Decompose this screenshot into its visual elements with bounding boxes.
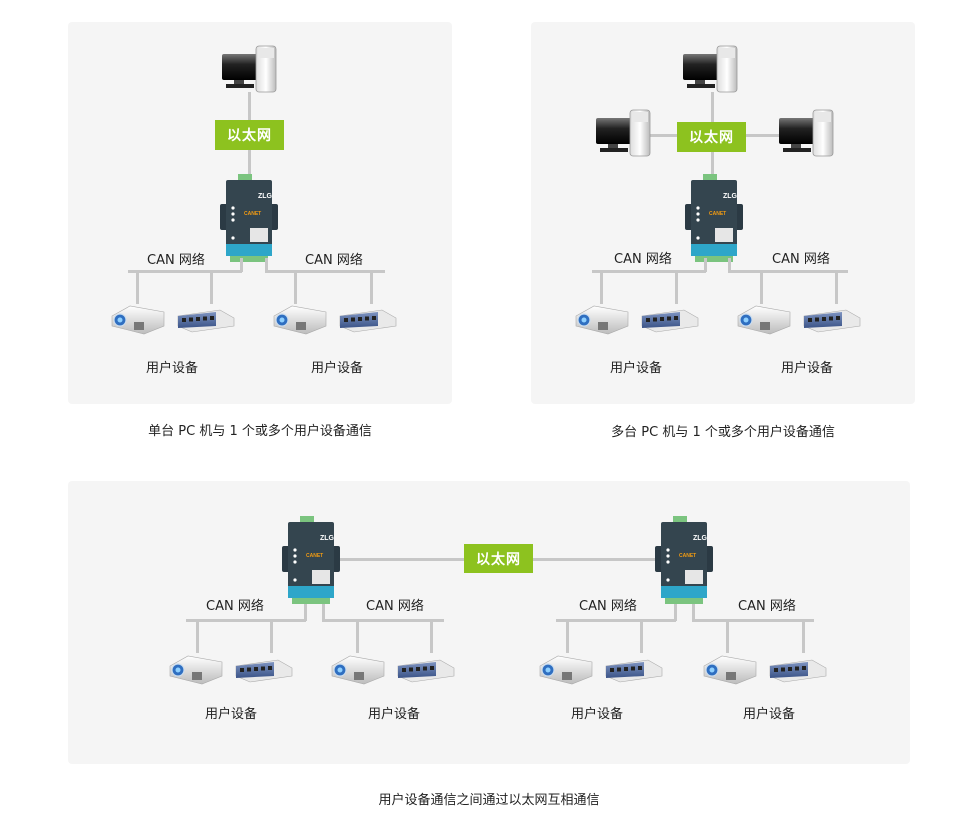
drop-line <box>835 270 838 304</box>
can-bus-line <box>556 619 676 622</box>
projector-device-icon <box>328 652 386 686</box>
drop-line <box>802 619 805 653</box>
can-network-label: CAN 网络 <box>206 599 264 614</box>
diagram-device-to-device-panel <box>68 481 910 764</box>
can-bus-line <box>322 604 325 621</box>
ethernet-label: 以太网 <box>677 122 746 152</box>
can-bus-line <box>322 619 444 622</box>
can-ethernet-gateway-icon <box>653 516 715 608</box>
can-bus-line <box>592 270 706 273</box>
hub-device-icon <box>396 654 456 684</box>
can-ethernet-gateway-icon <box>683 174 745 266</box>
can-network-label: CAN 网络 <box>579 599 637 614</box>
diagram-caption: 单台 PC 机与 1 个或多个用户设备通信 <box>148 424 372 439</box>
can-network-label: CAN 网络 <box>614 252 672 267</box>
user-device-label: 用户设备 <box>610 361 663 376</box>
user-device-label: 用户设备 <box>146 361 199 376</box>
can-bus-line <box>265 258 268 272</box>
desktop-pc-icon <box>220 44 278 96</box>
hub-device-icon <box>604 654 664 684</box>
drop-line <box>430 619 433 653</box>
drop-line <box>726 619 729 653</box>
hub-device-icon <box>338 304 398 334</box>
drop-line <box>210 270 213 304</box>
can-bus-line <box>304 604 307 621</box>
user-device-label: 用户设备 <box>368 707 421 722</box>
hub-device-icon <box>176 304 236 334</box>
drop-line <box>566 619 569 653</box>
hub-device-icon <box>768 654 828 684</box>
can-bus-line <box>265 270 385 273</box>
hub-device-icon <box>234 654 294 684</box>
can-network-label: CAN 网络 <box>305 253 363 268</box>
desktop-pc-icon <box>594 108 652 160</box>
user-device-label: 用户设备 <box>205 707 258 722</box>
can-bus-line <box>692 604 695 621</box>
projector-device-icon <box>734 302 792 336</box>
drop-line <box>640 619 643 653</box>
user-device-label: 用户设备 <box>571 707 624 722</box>
ethernet-label: 以太网 <box>464 544 533 573</box>
projector-device-icon <box>700 652 758 686</box>
can-bus-line <box>186 619 306 622</box>
drop-line <box>136 270 139 304</box>
hub-device-icon <box>640 304 700 334</box>
drop-line <box>675 270 678 304</box>
user-device-label: 用户设备 <box>311 361 364 376</box>
can-network-label: CAN 网络 <box>738 599 796 614</box>
can-ethernet-gateway-icon <box>218 174 280 266</box>
drop-line <box>600 270 603 304</box>
drop-line <box>760 270 763 304</box>
drop-line <box>294 270 297 304</box>
user-device-label: 用户设备 <box>743 707 796 722</box>
projector-device-icon <box>166 652 224 686</box>
drop-line <box>356 619 359 653</box>
drop-line <box>196 619 199 653</box>
can-bus-line <box>728 270 848 273</box>
hub-device-icon <box>802 304 862 334</box>
can-bus-line <box>692 619 814 622</box>
can-ethernet-gateway-icon <box>280 516 342 608</box>
can-bus-line <box>240 258 243 272</box>
projector-device-icon <box>536 652 594 686</box>
can-network-label: CAN 网络 <box>366 599 424 614</box>
desktop-pc-icon <box>777 108 835 160</box>
drop-line <box>370 270 373 304</box>
can-network-label: CAN 网络 <box>147 253 205 268</box>
diagram-caption: 多台 PC 机与 1 个或多个用户设备通信 <box>611 425 835 440</box>
ethernet-label: 以太网 <box>215 120 284 150</box>
user-device-label: 用户设备 <box>781 361 834 376</box>
projector-device-icon <box>270 302 328 336</box>
can-bus-line <box>128 270 242 273</box>
drop-line <box>270 619 273 653</box>
can-bus-line <box>704 258 707 272</box>
can-bus-line <box>674 604 677 621</box>
desktop-pc-icon <box>681 44 739 96</box>
can-network-label: CAN 网络 <box>772 252 830 267</box>
projector-device-icon <box>108 302 166 336</box>
projector-device-icon <box>572 302 630 336</box>
can-bus-line <box>728 258 731 272</box>
diagram-caption: 用户设备通信之间通过以太网互相通信 <box>378 793 600 808</box>
